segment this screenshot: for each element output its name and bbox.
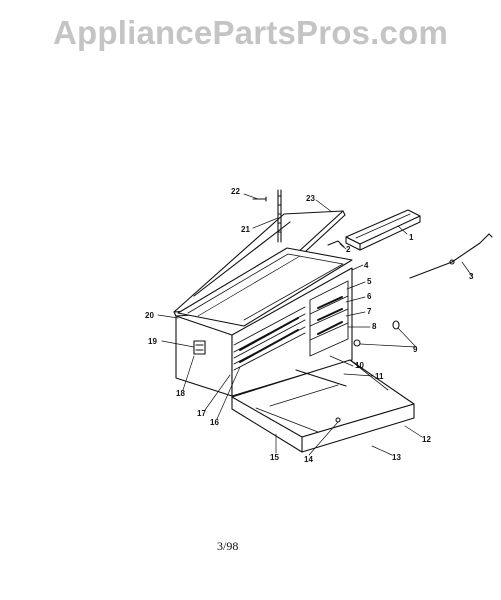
- bumpers: [353, 320, 400, 347]
- left-drawer-bank: [233, 306, 306, 371]
- site-watermark: AppliancePartsPros.com: [52, 14, 449, 51]
- screw: [252, 196, 267, 202]
- callout-3: 3: [469, 272, 474, 281]
- lid-support-rod: [409, 233, 493, 279]
- callout-2: 2: [346, 245, 351, 254]
- callout-4: 4: [364, 261, 369, 270]
- right-drawer-bank: [309, 280, 349, 357]
- callout-14: 14: [304, 455, 313, 464]
- callout-19: 19: [148, 337, 157, 346]
- callout-23: 23: [306, 194, 315, 203]
- callout-1: 1: [409, 233, 414, 242]
- callout-18: 18: [176, 389, 185, 398]
- bracket: [327, 240, 345, 248]
- callout-12: 12: [422, 435, 431, 444]
- callout-16: 16: [210, 418, 219, 427]
- callout-20: 20: [145, 311, 154, 320]
- bottom-drawer: [231, 359, 415, 453]
- callout-8: 8: [372, 322, 377, 331]
- footer-code: 3/98: [217, 539, 239, 553]
- callout-11: 11: [375, 372, 384, 381]
- callout-6: 6: [367, 292, 372, 301]
- callout-9: 9: [413, 345, 418, 354]
- callout-7: 7: [367, 307, 372, 316]
- callout-21: 21: [241, 225, 250, 234]
- callout-5: 5: [367, 277, 372, 286]
- callout-15: 15: [270, 453, 279, 462]
- callout-10: 10: [355, 361, 364, 370]
- side-handle: [193, 340, 206, 355]
- tool-tray: [345, 209, 421, 251]
- callout-13: 13: [392, 453, 401, 462]
- callout-22: 22: [231, 187, 240, 196]
- callout-17: 17: [197, 409, 206, 418]
- leader-lines: [157, 193, 473, 456]
- piano-hinge: [277, 189, 282, 243]
- chest-body: [175, 247, 353, 397]
